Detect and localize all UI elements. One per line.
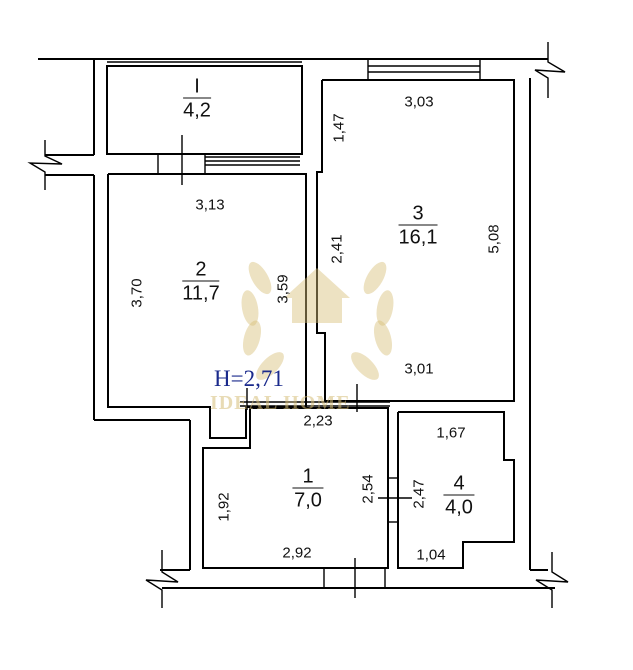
- room-number: 3: [398, 203, 438, 226]
- dim-r3-left-lower: 2,41: [328, 234, 346, 264]
- room-1: 1 7,0: [292, 466, 324, 512]
- outer-walls: [38, 58, 555, 589]
- room-3: 3 16,1: [398, 203, 438, 249]
- balcony-walls: [106, 61, 303, 185]
- room-area: 16,1: [398, 226, 438, 249]
- room-area: 11,7: [182, 282, 220, 305]
- dim-r1-top: 2,23: [303, 412, 333, 430]
- dim-r1-left: 1,92: [215, 492, 233, 522]
- room-area: 7,0: [294, 489, 322, 512]
- dim-r3-top: 3,03: [404, 93, 434, 111]
- dim-r2-left: 3,70: [128, 278, 146, 308]
- room-4: 4 4,0: [443, 473, 475, 519]
- room3-walls: [246, 60, 515, 412]
- room-number: 4: [443, 473, 475, 496]
- room-area: 4,0: [445, 496, 473, 519]
- dim-r1-bottom: 2,92: [282, 544, 312, 562]
- dim-r4-top: 1,67: [436, 424, 466, 442]
- watermark-text: IDEAL HOME: [210, 392, 351, 414]
- dim-r2-right: 3,59: [274, 274, 292, 304]
- room2-walls: [107, 173, 307, 439]
- room-area: 4,2: [183, 99, 211, 122]
- dim-r3-bottom: 3,01: [404, 360, 434, 378]
- room-2: 2 11,7: [182, 259, 220, 305]
- dim-r2-top: 3,13: [195, 196, 225, 214]
- room-balcony: I 4,2: [183, 76, 211, 122]
- dim-r4-bottom: 1,04: [416, 546, 446, 564]
- break-symbols: [27, 42, 569, 608]
- dim-r3-left-upper: 1,47: [330, 113, 348, 143]
- room-number: I: [183, 76, 211, 99]
- ceiling-height-label: H=2,71: [214, 366, 284, 391]
- watermark-wreath-icon: [241, 261, 394, 380]
- room-number: 2: [182, 259, 220, 282]
- room1-walls: [202, 401, 390, 598]
- room4-walls: [378, 411, 515, 569]
- dim-r4-left: 2,47: [410, 479, 428, 509]
- room-number: 1: [292, 466, 324, 489]
- dim-r1-right: 2,54: [359, 474, 377, 504]
- dim-r3-right: 5,08: [485, 224, 503, 254]
